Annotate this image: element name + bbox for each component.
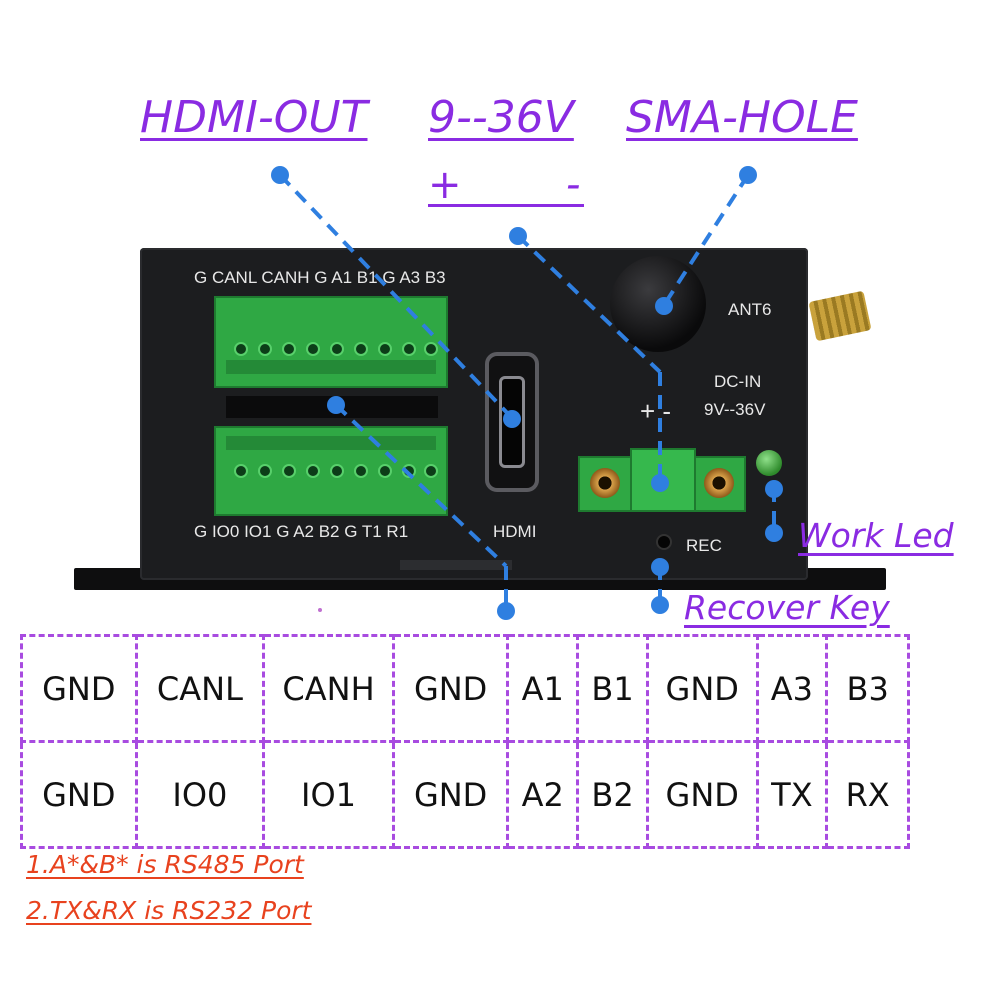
- pin-cell: A1: [506, 634, 580, 743]
- pin-cell: GND: [645, 740, 759, 849]
- dc-in-label: DC-IN: [714, 372, 762, 391]
- pin-cell: GND: [391, 634, 510, 743]
- bottom-terminal-labels: G IO0 IO1 G A2 B2 G T1 R1: [194, 522, 409, 541]
- sma-hole-callout: SMA-HOLE: [626, 92, 858, 143]
- rs232-note: 2.TX&RX is RS232 Port: [26, 896, 312, 925]
- polarity-underline: [428, 204, 584, 207]
- pin-cell: B3: [825, 634, 910, 743]
- pin-cell: RX: [825, 740, 910, 849]
- pin-cell: B2: [576, 740, 649, 849]
- minus-sign: -: [566, 162, 581, 208]
- pin-table-row: GND CANL CANH GND A1 B1 GND A3 B3: [20, 634, 910, 743]
- hdmi-port-pointer-dot: [503, 410, 521, 428]
- terminal-pointer-dot: [327, 396, 345, 414]
- plus-sign: +: [428, 162, 462, 208]
- work-led: [756, 450, 782, 476]
- led-pointer-dot: [765, 524, 783, 542]
- pin-cell: IO1: [262, 740, 395, 849]
- hdmi-out-callout: HDMI-OUT: [140, 92, 368, 143]
- pin-cell: GND: [20, 740, 138, 849]
- rec-label: REC: [686, 536, 722, 555]
- pin-cell: CANH: [262, 634, 395, 743]
- rec-pointer-dot-top: [651, 558, 669, 576]
- sma-pointer-dot: [739, 166, 757, 184]
- voltage-callout: 9--36V: [428, 92, 574, 143]
- pin-mapping-table: GND CANL CANH GND A1 B1 GND A3 B3 GND IO…: [20, 634, 910, 849]
- pin-cell: GND: [20, 634, 138, 743]
- recover-key-callout: Recover Key: [684, 588, 890, 627]
- dc-power-connector: [578, 448, 746, 512]
- speck: [318, 608, 322, 612]
- sma-connector: [808, 290, 872, 342]
- pin-cell: GND: [645, 634, 759, 743]
- device-base-gap: [400, 560, 512, 570]
- dc-polarity-label: + -: [640, 396, 672, 426]
- antenna-pointer-dot: [655, 297, 673, 315]
- hdmi-label: HDMI: [493, 522, 537, 541]
- dc-voltage-label: 9V--36V: [704, 400, 766, 419]
- ant-label: ANT6: [728, 300, 772, 319]
- table-pointer-dot: [497, 602, 515, 620]
- pin-cell: B1: [576, 634, 649, 743]
- rec-pointer-dot: [651, 596, 669, 614]
- led-pointer-dot-top: [765, 480, 783, 498]
- pin-cell: IO0: [134, 740, 266, 849]
- pin-cell: GND: [391, 740, 510, 849]
- work-led-callout: Work Led: [798, 516, 954, 555]
- voltage-pointer-dot: [509, 227, 527, 245]
- pin-cell: A3: [755, 634, 829, 743]
- dc-pointer-dot: [651, 474, 669, 492]
- top-terminal-block: [214, 296, 448, 388]
- bottom-terminal-block: [214, 426, 448, 516]
- top-terminal-labels: G CANL CANH G A1 B1 G A3 B3: [194, 268, 446, 287]
- recover-key-hole: [656, 534, 672, 550]
- pin-cell: A2: [506, 740, 580, 849]
- hdmi-out-pointer-dot: [271, 166, 289, 184]
- pin-table-row: GND IO0 IO1 GND A2 B2 GND TX RX: [20, 740, 910, 849]
- pin-cell: TX: [755, 740, 829, 849]
- pin-cell: CANL: [134, 634, 266, 743]
- rs485-note: 1.A*&B* is RS485 Port: [26, 850, 304, 879]
